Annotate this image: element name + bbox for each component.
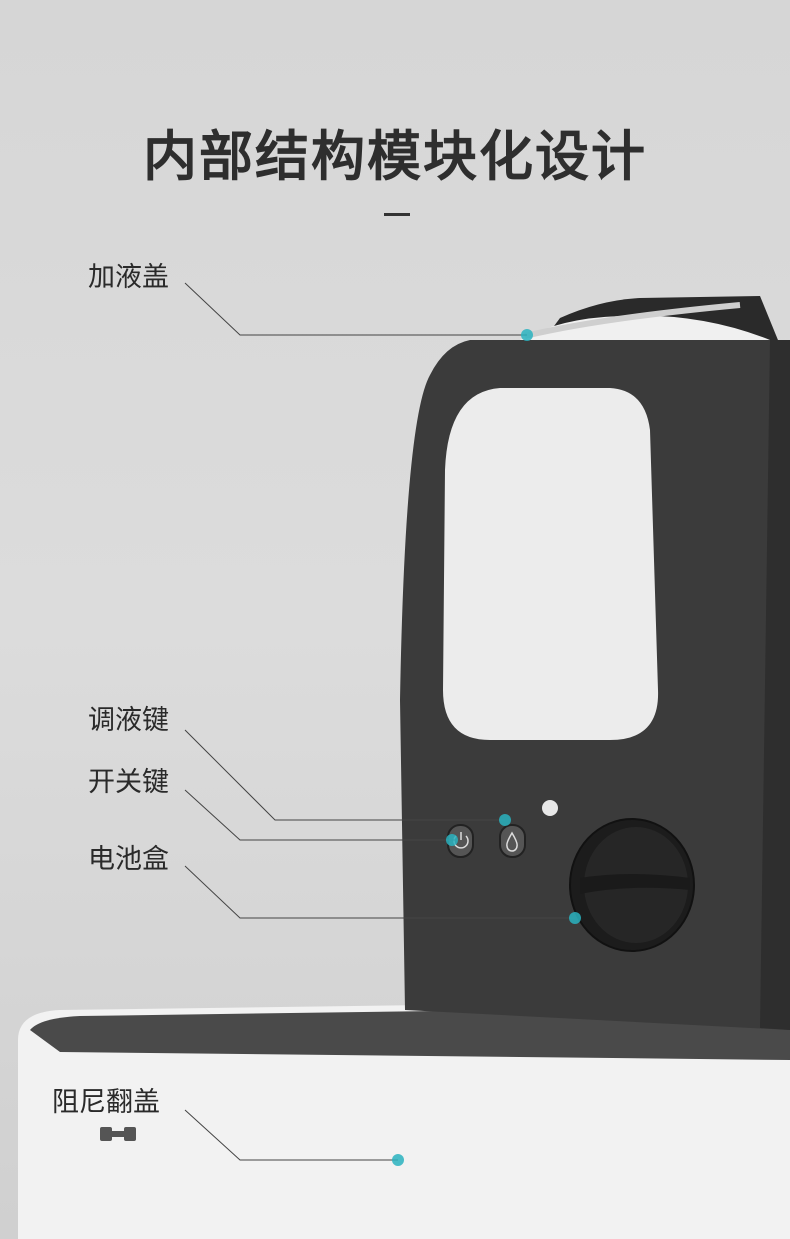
adjust-button [499, 824, 526, 858]
callout-dots [392, 329, 581, 1166]
base-body [18, 1000, 790, 1239]
battery-box [569, 818, 695, 952]
power-button [447, 824, 474, 858]
label-damped-lid: 阻尼翻盖 [52, 1087, 160, 1118]
label-adjust-button: 调液键 [88, 705, 169, 736]
page-title: 内部结构模块化设计 [143, 125, 647, 188]
label-fill-cap: 加液盖 [88, 262, 169, 293]
label-power-button: 开关键 [88, 767, 169, 798]
hinge-icon [100, 1127, 136, 1141]
leader-lines [184, 282, 575, 1161]
label-battery-box: 电池盒 [88, 844, 169, 875]
viewing-window [443, 388, 659, 740]
indicator-light [542, 800, 558, 816]
title-divider [384, 213, 410, 216]
